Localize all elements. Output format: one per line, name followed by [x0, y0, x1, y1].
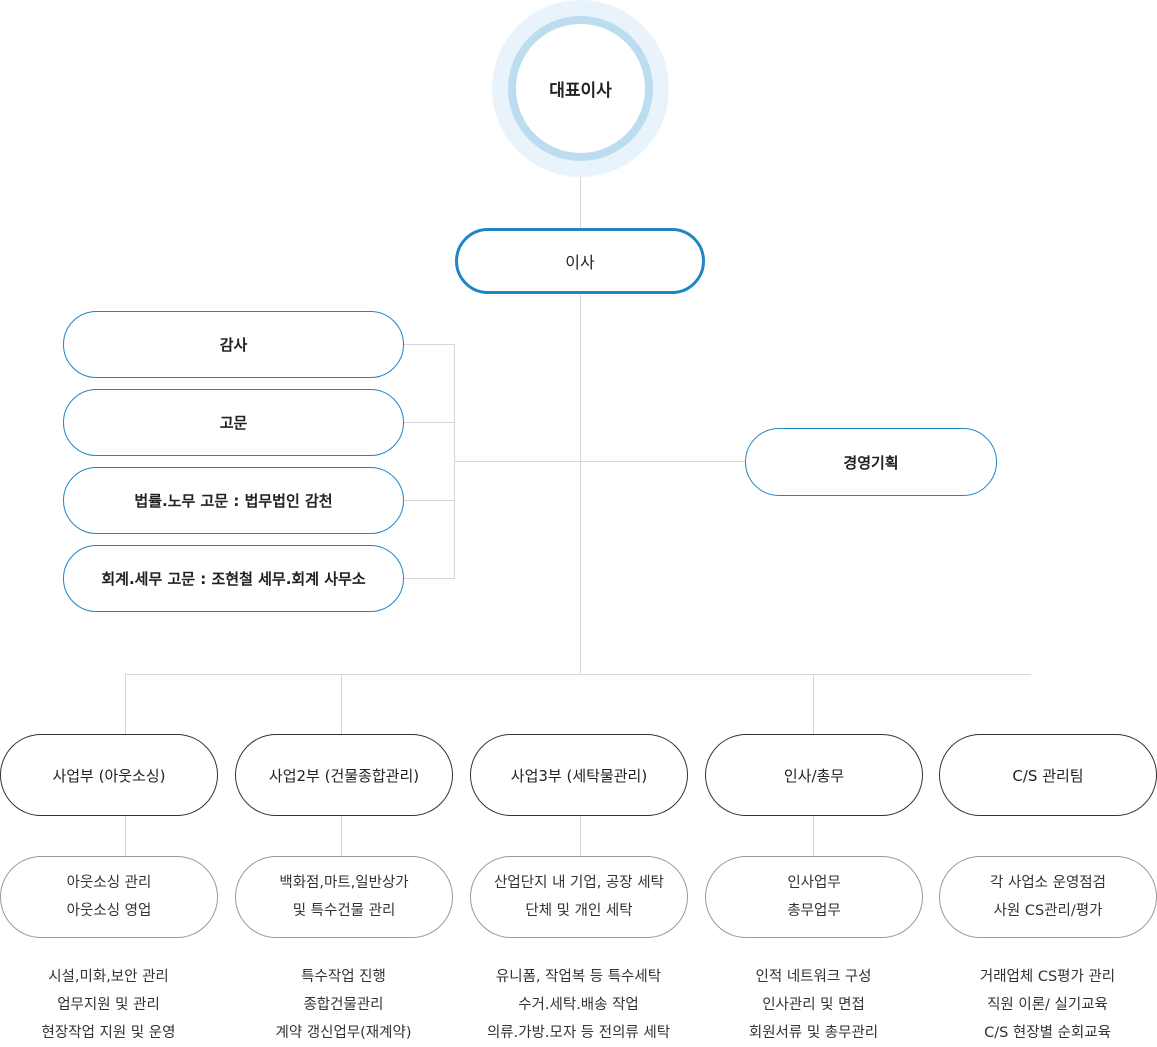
role-line: 산업단지 내 기업, 공장 세탁	[494, 875, 664, 891]
role-node-cs: 각 사업소 운영점검 사원 CS관리/평가	[939, 856, 1157, 938]
task-line: 시설,미화,보안 관리	[48, 969, 169, 985]
ceo-node: 대표이사	[516, 24, 645, 153]
connector-dept-4	[813, 674, 814, 735]
task-list-hr: 인적 네트워크 구성 인사관리 및 면접 회원서류 및 총무관리	[705, 963, 922, 1047]
connector-advisor-planning	[454, 461, 746, 462]
connector-dept-1	[125, 674, 126, 735]
task-line: 특수작업 진행	[301, 969, 386, 985]
dept-node-building: 사업2부 (건물종합관리)	[235, 734, 453, 816]
role-line: 각 사업소 운영점검	[990, 875, 1106, 891]
role-line: 단체 및 개인 세탁	[525, 903, 633, 919]
advisor-node-legal: 법률.노무 고문 : 법무법인 감천	[63, 467, 404, 534]
dept-label: 사업2부 (건물종합관리)	[268, 766, 420, 785]
advisor-label: 법률.노무 고문 : 법무법인 감천	[134, 492, 333, 510]
dept-label: 사업부 (아웃소싱)	[52, 766, 166, 785]
task-line: 계약 갱신업무(재계약)	[275, 1025, 412, 1041]
task-line: 업무지원 및 관리	[57, 997, 160, 1013]
director-label: 이사	[565, 253, 595, 272]
connector-advisor-3	[403, 500, 454, 501]
connector-advisor-4	[403, 578, 454, 579]
role-line: 총무업무	[787, 903, 841, 919]
task-line: 인사관리 및 면접	[762, 997, 865, 1013]
dept-label: C/S 관리팀	[1012, 766, 1084, 785]
task-line: 거래업체 CS평가 관리	[979, 969, 1116, 985]
task-line: 회원서류 및 총무관리	[748, 1025, 879, 1041]
connector-main-vertical	[580, 292, 581, 674]
ceo-label: 대표이사	[549, 81, 612, 101]
connector-dept-2	[341, 674, 342, 735]
role-node-hr: 인사업무 총무업무	[705, 856, 923, 938]
advisor-node-advisor: 고문	[63, 389, 404, 456]
dept-node-cs: C/S 관리팀	[939, 734, 1157, 816]
connector-advisor-2	[403, 422, 454, 423]
task-line: 종합건물관리	[303, 997, 384, 1013]
advisor-label: 감사	[219, 336, 248, 354]
advisor-node-audit: 감사	[63, 311, 404, 378]
role-line: 백화점,마트,일반상가	[279, 875, 409, 891]
connector-role-3	[580, 815, 581, 857]
advisor-label: 고문	[219, 414, 248, 432]
task-line: 의류.가방.모자 등 전의류 세탁	[486, 1025, 671, 1041]
planning-node: 경영기획	[745, 428, 997, 496]
role-node-outsourcing: 아웃소싱 관리 아웃소싱 영업	[0, 856, 218, 938]
role-line: 인사업무	[787, 875, 841, 891]
task-line: C/S 현장별 순회교육	[984, 1025, 1111, 1041]
role-node-building: 백화점,마트,일반상가 및 특수건물 관리	[235, 856, 453, 938]
role-line: 및 특수건물 관리	[292, 903, 396, 919]
dept-node-laundry: 사업3부 (세탁물관리)	[470, 734, 688, 816]
dept-node-hr: 인사/총무	[705, 734, 923, 816]
task-list-outsourcing: 시설,미화,보안 관리 업무지원 및 관리 현장작업 지원 및 운영	[0, 963, 217, 1047]
connector-role-4	[813, 815, 814, 857]
task-list-laundry: 유니폼, 작업복 등 특수세탁 수거.세탁.배송 작업 의류.가방.모자 등 전…	[470, 963, 687, 1047]
dept-label: 사업3부 (세탁물관리)	[510, 766, 648, 785]
connector-ceo-director	[580, 160, 581, 230]
role-line: 사원 CS관리/평가	[993, 903, 1103, 919]
director-node: 이사	[455, 228, 705, 294]
task-list-cs: 거래업체 CS평가 관리 직원 이론/ 실기교육 C/S 현장별 순회교육	[939, 963, 1156, 1047]
task-line: 유니폼, 작업복 등 특수세탁	[495, 969, 662, 985]
task-line: 현장작업 지원 및 운영	[41, 1025, 176, 1041]
planning-label: 경영기획	[843, 453, 899, 472]
dept-label: 인사/총무	[783, 766, 845, 785]
advisor-label: 회계.세무 고문 : 조현철 세무.회계 사무소	[101, 570, 366, 588]
task-line: 인적 네트워크 구성	[755, 969, 872, 985]
task-list-building: 특수작업 진행 종합건물관리 계약 갱신업무(재계약)	[235, 963, 452, 1047]
dept-node-outsourcing: 사업부 (아웃소싱)	[0, 734, 218, 816]
role-line: 아웃소싱 관리	[66, 875, 152, 891]
role-node-laundry: 산업단지 내 기업, 공장 세탁 단체 및 개인 세탁	[470, 856, 688, 938]
connector-role-2	[341, 815, 342, 857]
connector-role-1	[125, 815, 126, 857]
task-line: 직원 이론/ 실기교육	[987, 997, 1108, 1013]
role-line: 아웃소싱 영업	[66, 903, 152, 919]
connector-dept-horizontal	[125, 674, 1031, 675]
advisor-node-accounting: 회계.세무 고문 : 조현철 세무.회계 사무소	[63, 545, 404, 612]
task-line: 수거.세탁.배송 작업	[518, 997, 639, 1013]
connector-advisor-1	[403, 344, 454, 345]
